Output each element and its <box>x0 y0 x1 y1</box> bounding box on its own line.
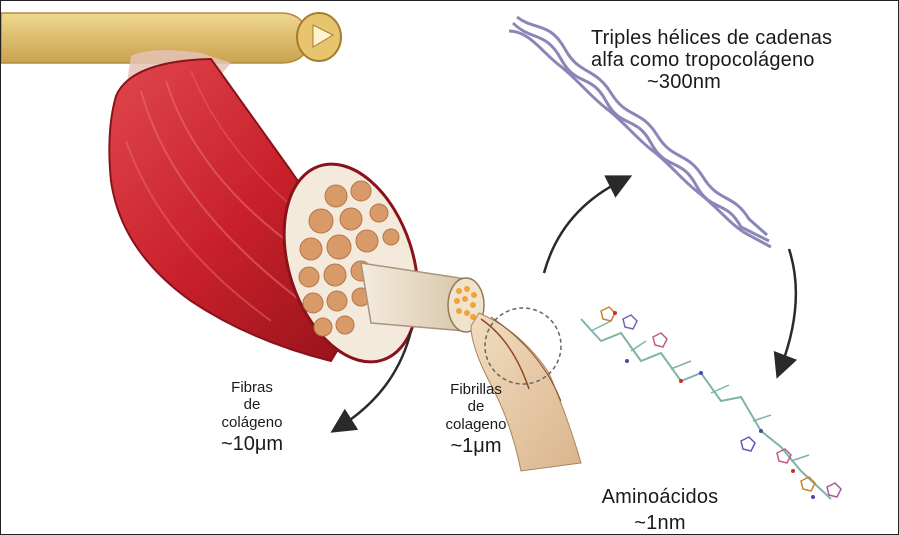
label-aminoacids: Aminoácidos ~1nm <box>575 486 745 534</box>
label-fibrils-line2: de <box>421 398 531 415</box>
label-fibers-line2: de <box>197 396 307 413</box>
fibril-cylinder <box>361 263 484 332</box>
label-fibers-line3: colágeno <box>197 414 307 431</box>
label-fibers-line1: Fibras <box>197 379 307 396</box>
arrow-to-aminoacids <box>781 249 796 367</box>
label-aminoacids-size: ~1nm <box>575 512 745 534</box>
label-fibrils: Fibrillas de colageno ~1μm <box>421 381 531 458</box>
label-fibrils-size: ~1μm <box>421 435 531 458</box>
label-fibers-size: ~10μm <box>197 433 307 456</box>
label-fibrils-line1: Fibrillas <box>421 381 531 398</box>
arrow-to-helix <box>544 181 621 273</box>
aminoacid-chain <box>581 307 841 499</box>
label-aminoacids-line1: Aminoácidos <box>575 486 745 508</box>
label-fibrils-line3: colageno <box>421 416 531 433</box>
label-tropocollagen: Triples hélices de cadenas alfa como tro… <box>591 27 896 93</box>
label-tropocollagen-line1: Triples hélices de cadenas <box>591 27 896 49</box>
label-fibers: Fibras de colágeno ~10μm <box>197 379 307 456</box>
label-tropocollagen-size: ~300nm <box>591 71 896 93</box>
label-tropocollagen-line2: alfa como tropocolágeno <box>591 49 896 71</box>
